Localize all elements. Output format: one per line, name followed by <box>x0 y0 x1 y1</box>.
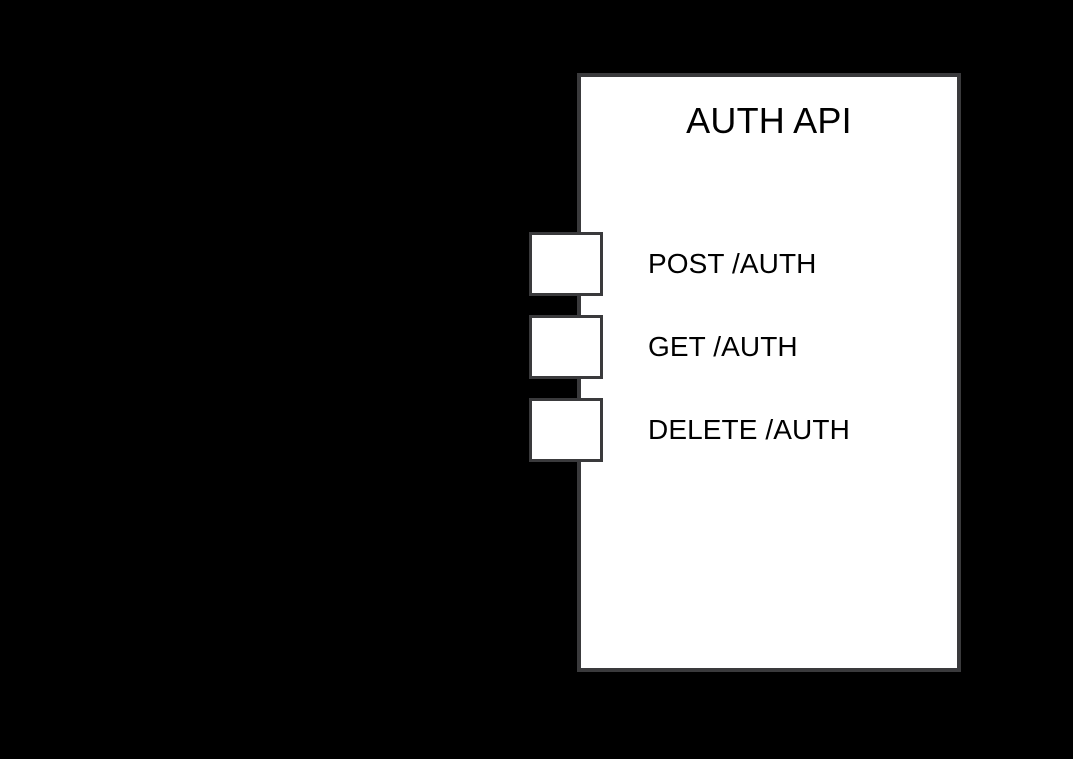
interface-port-icon[interactable] <box>529 398 603 462</box>
component-title: AUTH API <box>686 100 852 141</box>
endpoint-label: POST /AUTH <box>648 248 817 279</box>
interface-port-icon[interactable] <box>529 315 603 379</box>
component-auth-api[interactable]: AUTH API <box>577 73 961 672</box>
endpoint-label: DELETE /AUTH <box>648 414 850 445</box>
interface-port-icon[interactable] <box>529 232 603 296</box>
endpoint-label: GET /AUTH <box>648 331 798 362</box>
